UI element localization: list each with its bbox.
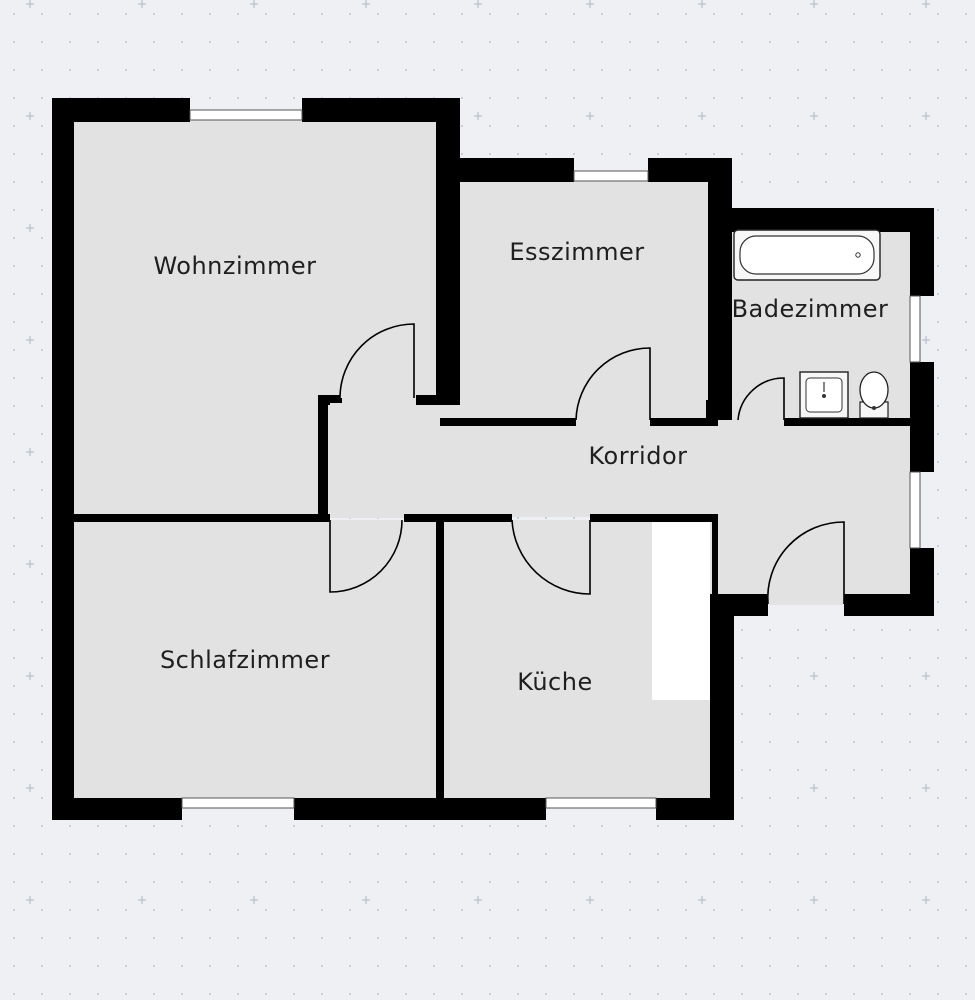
floor-esszimmer [444,180,712,420]
label-schlafzimmer: Schlafzimmer [160,646,330,674]
window-wohnzimmer [189,109,303,121]
door-wohnzimmer [339,323,415,399]
window-schlafzimmer [181,797,295,809]
kitchen-counter [652,522,710,700]
door-entrance [766,521,845,605]
sink [799,371,849,419]
toilet [859,371,889,419]
window-bad [909,295,921,363]
label-wohnzimmer: Wohnzimmer [153,252,316,280]
door-schlafzimmer [329,519,403,593]
window-kueche [545,797,657,809]
door-bad [737,377,785,421]
bathtub [733,229,881,281]
doors [329,323,845,605]
door-kueche [511,519,591,595]
label-korridor: Korridor [589,442,688,470]
window-esszimmer [573,170,649,182]
label-badezimmer: Badezimmer [732,295,889,323]
label-esszimmer: Esszimmer [509,238,644,266]
windows [181,109,921,809]
window-korridor [909,471,921,549]
walls [52,98,934,820]
label-kueche: Küche [517,668,592,696]
door-esszimmer [575,347,651,421]
